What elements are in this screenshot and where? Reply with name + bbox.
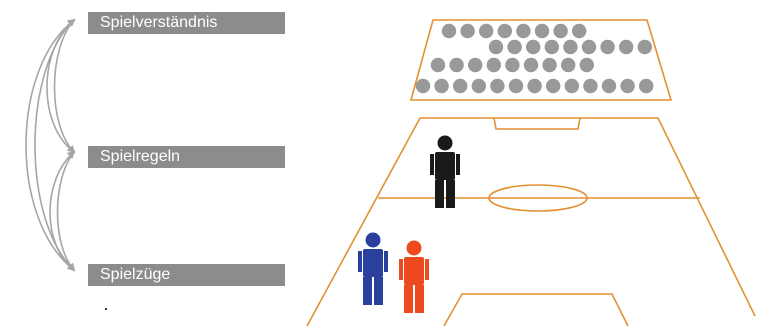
spectator-dot — [516, 24, 530, 38]
player-blue — [358, 233, 388, 306]
player-red — [399, 241, 429, 314]
spectator-dot — [542, 58, 556, 72]
arrow-zuege-regeln — [50, 152, 74, 270]
field-right-sideline — [658, 118, 755, 316]
crowd — [416, 24, 654, 93]
spectator-dot — [526, 40, 540, 54]
spectator-dot — [545, 40, 559, 54]
spectator-dot — [468, 58, 482, 72]
spectator-dot — [460, 24, 474, 38]
spectator-dot — [487, 58, 501, 72]
spectator-dot — [434, 79, 448, 93]
spectator-dot — [546, 79, 560, 93]
spectator-dot — [620, 79, 634, 93]
spectator-dot — [431, 58, 445, 72]
spectator-stand — [411, 20, 671, 100]
spectator-dot — [498, 24, 512, 38]
spectator-dot — [505, 58, 519, 72]
spectator-dot — [449, 58, 463, 72]
spectator-dot — [442, 24, 456, 38]
spectator-dot — [490, 79, 504, 93]
spectator-dot — [602, 79, 616, 93]
spectator-dot — [507, 40, 521, 54]
players — [358, 136, 460, 314]
spectator-dot — [600, 40, 614, 54]
spectator-dot — [619, 40, 633, 54]
arrow-regeln-verstaendnis — [47, 20, 74, 152]
label-spielregeln: Spielregeln — [88, 146, 285, 168]
spectator-dot — [472, 79, 486, 93]
spectator-dot — [572, 24, 586, 38]
spectator-dot — [565, 79, 579, 93]
spectator-dot — [583, 79, 597, 93]
spectator-dot — [639, 79, 653, 93]
spectator-dot — [509, 79, 523, 93]
spectator-dot — [553, 24, 567, 38]
penalty-box-bottom — [444, 294, 628, 326]
penalty-box-top — [494, 118, 580, 129]
spectator-dot — [489, 40, 503, 54]
spectator-dot — [479, 24, 493, 38]
spectator-dot — [582, 40, 596, 54]
player-black — [430, 136, 460, 209]
spectator-dot — [563, 40, 577, 54]
label-spielzuege: Spielzüge — [88, 264, 285, 286]
spectator-dot — [580, 58, 594, 72]
arrows — [26, 20, 74, 270]
spectator-dot — [561, 58, 575, 72]
spectator-dot — [416, 79, 430, 93]
spectator-dot — [535, 24, 549, 38]
label-spielverstaendnis: Spielverständnis — [88, 12, 285, 34]
spectator-dot — [638, 40, 652, 54]
spectator-dot — [453, 79, 467, 93]
spectator-dot — [527, 79, 541, 93]
spectator-dot — [524, 58, 538, 72]
small-dot — [105, 308, 107, 310]
